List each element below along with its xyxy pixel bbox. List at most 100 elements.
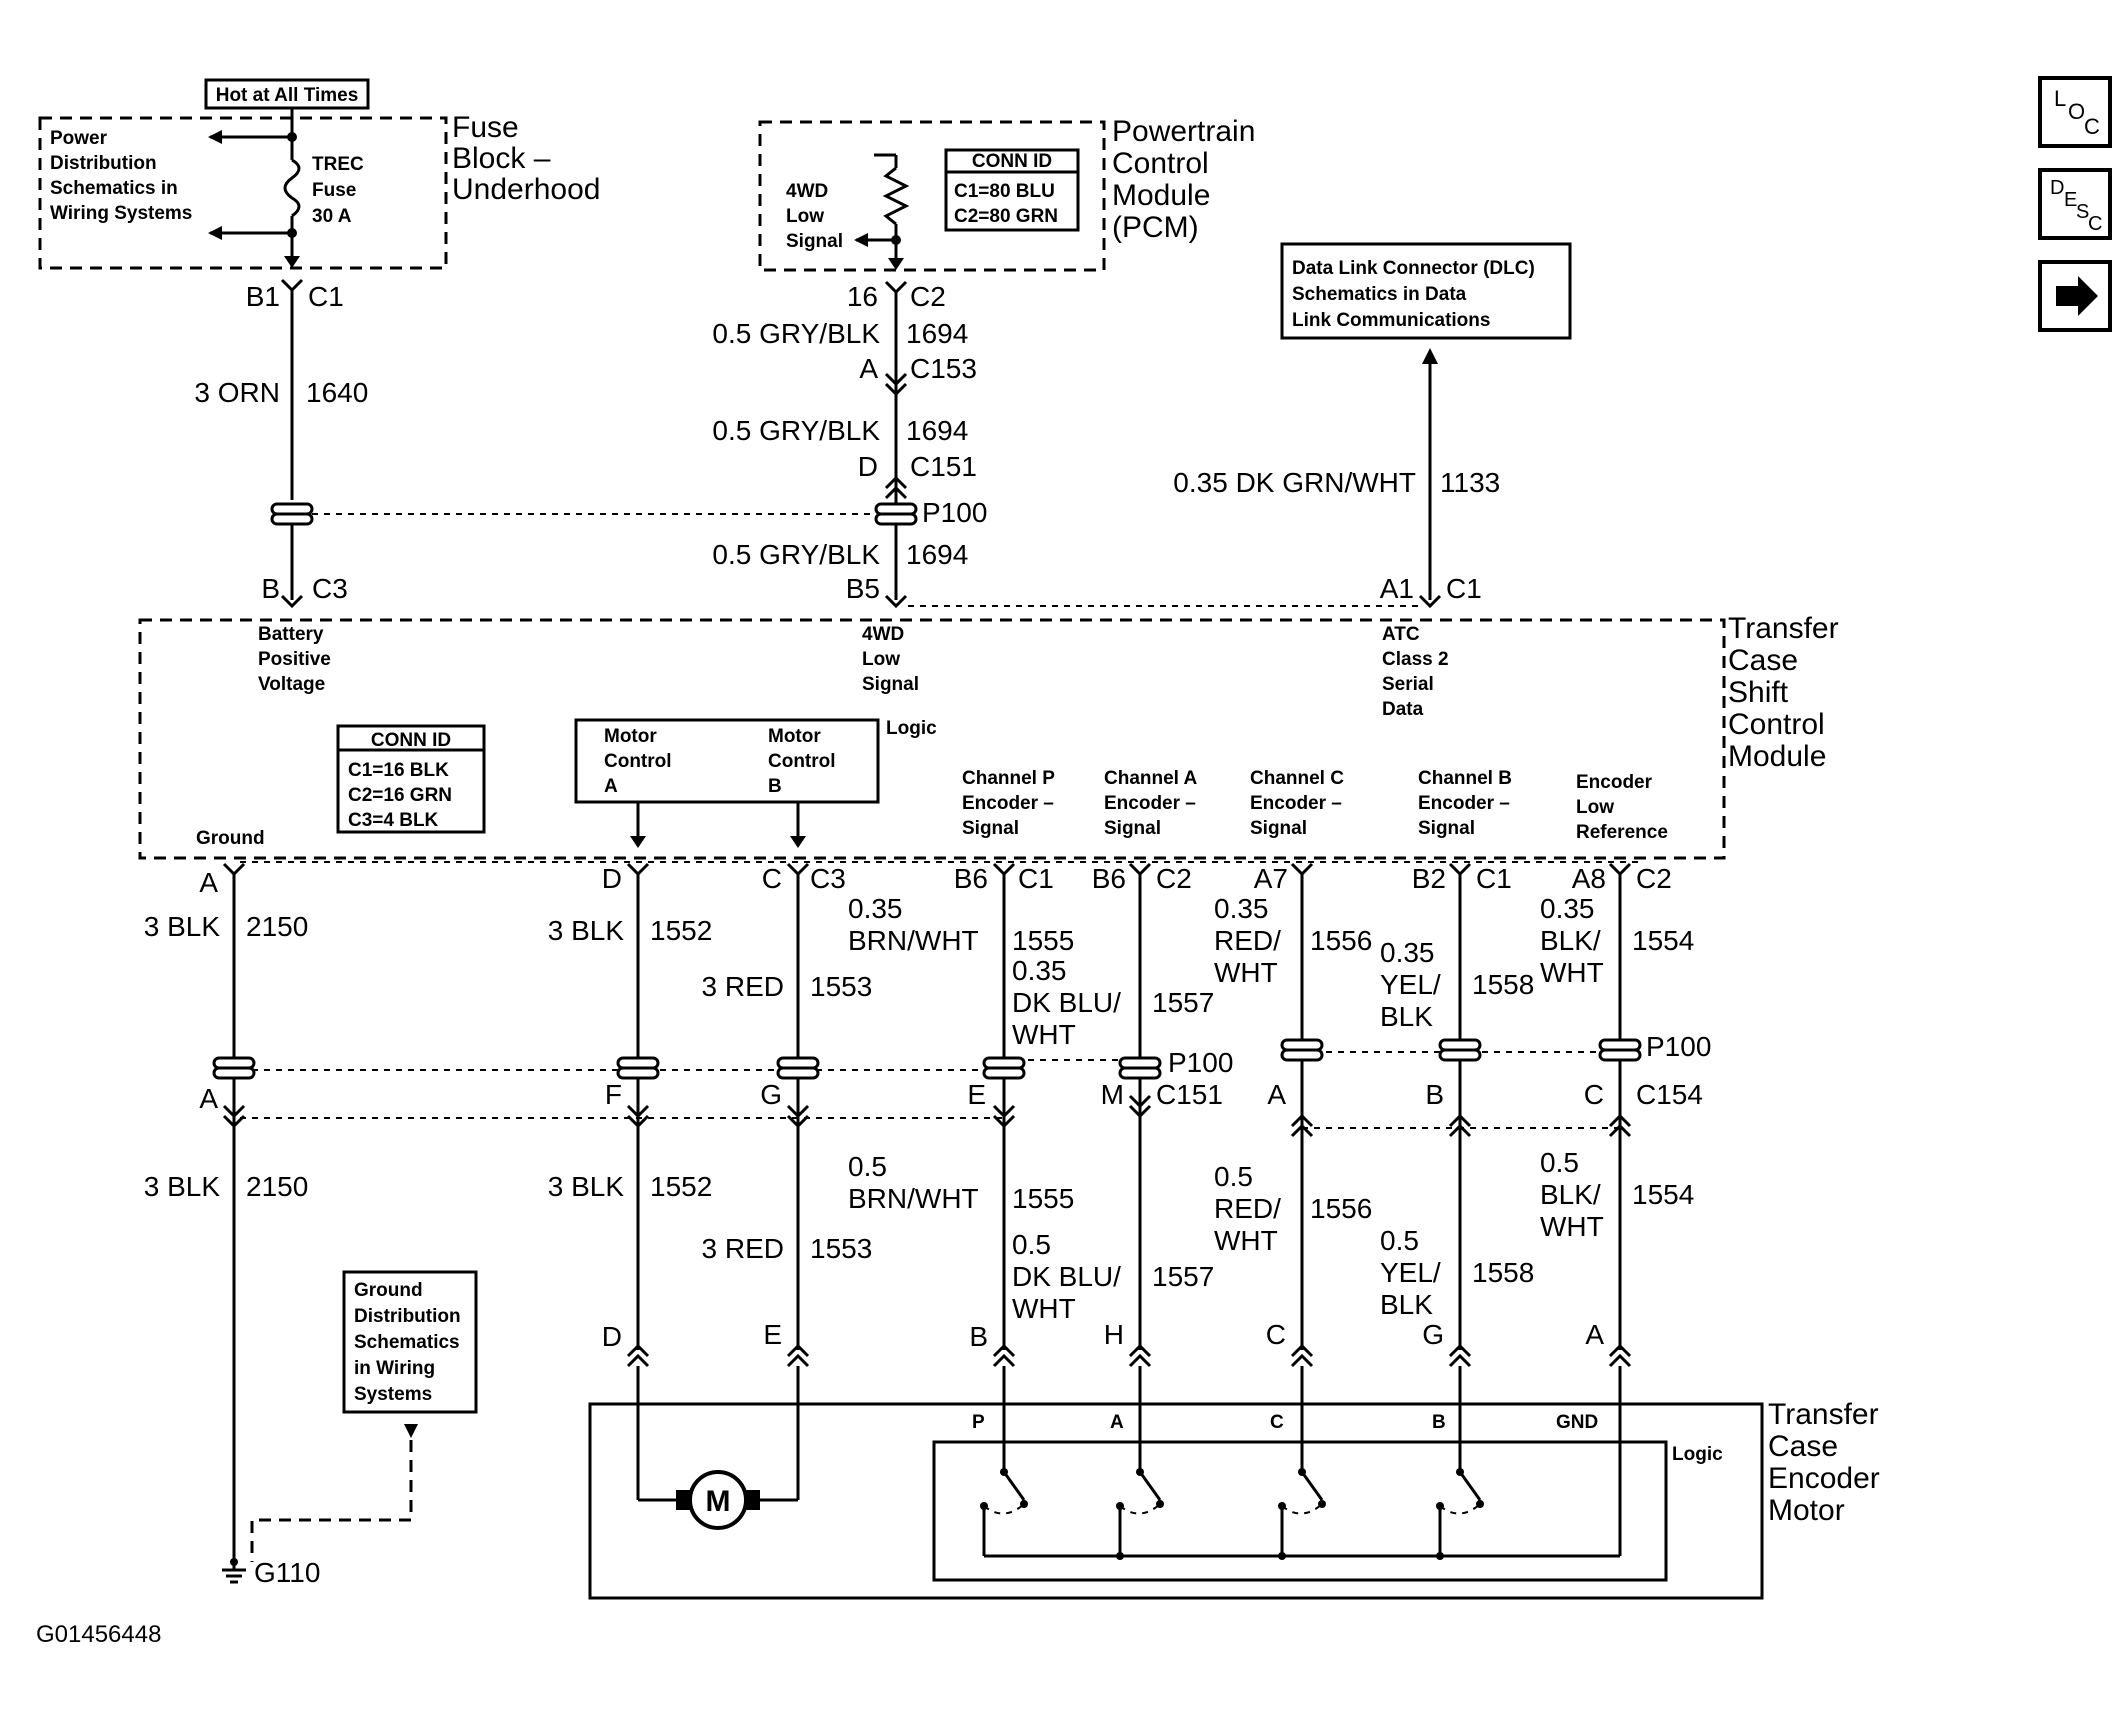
svg-text:1640: 1640 (306, 377, 368, 408)
tccm-title: Transfer Case Shift Control Module (1728, 612, 1839, 773)
svg-text:C: C (2084, 114, 2100, 139)
pcm-conn-id-title: CONN ID (972, 151, 1052, 172)
next-button[interactable] (2038, 260, 2112, 332)
circuit-1640: B1 C1 3 ORN 1640 B C3 (194, 278, 368, 609)
svg-text:GND: GND (1556, 1412, 1598, 1433)
svg-text:A: A (199, 1083, 218, 1114)
svg-text:ATC: ATC (1382, 624, 1420, 645)
svg-text:Serial: Serial (1382, 674, 1434, 695)
svg-text:BRN/WHT: BRN/WHT (848, 925, 979, 956)
svg-text:1694: 1694 (906, 415, 968, 446)
circuit-1553: C C3 3 RED 1553 G 3 RED 1553 E (702, 862, 872, 1500)
svg-text:Control: Control (768, 751, 836, 772)
svg-text:Encoder –: Encoder – (1104, 793, 1196, 814)
circuit-1557: B6 C2 0.35 DK BLU/ WHT 1557 P100 M C151 … (1012, 862, 1233, 1464)
svg-text:D: D (602, 863, 622, 894)
dlc-label: Data Link Connector (DLC) Schematics in … (1292, 258, 1535, 331)
svg-text:1133: 1133 (1440, 467, 1500, 498)
svg-text:0.5: 0.5 (1540, 1147, 1579, 1178)
svg-text:M: M (706, 1485, 731, 1518)
svg-text:2150: 2150 (246, 911, 308, 942)
svg-text:Module: Module (1112, 179, 1210, 212)
svg-text:Class 2: Class 2 (1382, 649, 1449, 670)
encoder-motor-outline (588, 1402, 1764, 1600)
svg-text:WHT: WHT (1012, 1019, 1076, 1050)
battery-positive-voltage-label: Battery Positive Voltage (258, 624, 331, 695)
svg-text:P: P (972, 1412, 985, 1433)
p100-splice-label-mid: P100 (1168, 1047, 1233, 1078)
svg-text:C154: C154 (1636, 1079, 1703, 1110)
encoder-logic-box (932, 1440, 1668, 1582)
ground-distribution-label: Ground Distribution Schematics in Wiring… (354, 1280, 461, 1405)
desc-button[interactable]: D E S C (2038, 168, 2112, 240)
encoder-low-reference-label: Encoder Low Reference (1576, 772, 1668, 843)
svg-text:0.35: 0.35 (1540, 893, 1595, 924)
svg-text:Signal: Signal (962, 818, 1019, 839)
pcm-title: Powertrain Control Module (PCM) (1112, 115, 1255, 244)
svg-text:C151: C151 (1156, 1079, 1223, 1110)
svg-text:4WD: 4WD (786, 181, 828, 202)
svg-text:C: C (2088, 213, 2102, 235)
svg-text:DK BLU/: DK BLU/ (1012, 987, 1121, 1018)
svg-text:Transfer: Transfer (1768, 1398, 1879, 1431)
tccm-outline (138, 618, 1726, 860)
pcm-conn-id-line2: C2=80 GRN (954, 206, 1058, 227)
svg-text:3 BLK: 3 BLK (144, 1171, 221, 1202)
loc-button[interactable]: L O C (2038, 76, 2112, 148)
ground-g110: G110 (222, 1424, 418, 1588)
tccm-logic-label: Logic (886, 718, 937, 739)
svg-text:Wiring Systems: Wiring Systems (50, 203, 192, 224)
svg-text:C1: C1 (1476, 863, 1512, 894)
svg-text:WHT: WHT (1012, 1293, 1076, 1324)
figure-id: G01456448 (36, 1621, 161, 1648)
svg-text:B: B (1425, 1079, 1444, 1110)
circuit-1554: A8 C2 0.35 BLK/ WHT 1554 P100 C C154 0.5… (1540, 862, 1711, 1556)
svg-text:Signal: Signal (1418, 818, 1475, 839)
svg-text:C151: C151 (910, 451, 977, 482)
tccm-conn-id-box (336, 724, 486, 834)
svg-text:Ground: Ground (354, 1280, 423, 1301)
svg-text:1557: 1557 (1152, 987, 1214, 1018)
svg-text:B: B (969, 1321, 988, 1352)
motor-control-logic-box (574, 718, 880, 804)
tccm-conn-id-title: CONN ID (371, 730, 451, 751)
svg-text:C: C (1584, 1079, 1604, 1110)
svg-text:0.5 GRY/BLK: 0.5 GRY/BLK (712, 318, 880, 349)
svg-text:L: L (2054, 86, 2066, 111)
svg-text:Signal: Signal (1104, 818, 1161, 839)
motor-control-arrows (630, 802, 806, 848)
svg-text:D: D (858, 451, 878, 482)
svg-text:1553: 1553 (810, 971, 872, 1002)
svg-text:Low: Low (786, 206, 824, 227)
svg-text:WHT: WHT (1540, 1211, 1604, 1242)
svg-text:Link Communications: Link Communications (1292, 310, 1490, 331)
svg-text:C: C (1270, 1412, 1284, 1433)
svg-text:4WD: 4WD (862, 624, 904, 645)
svg-text:A: A (1267, 1079, 1286, 1110)
svg-text:A1: A1 (1380, 573, 1414, 604)
svg-text:BLK/: BLK/ (1540, 925, 1601, 956)
svg-text:in Wiring: in Wiring (354, 1358, 435, 1379)
svg-text:Block –: Block – (452, 142, 551, 175)
svg-text:G: G (760, 1079, 782, 1110)
svg-text:E: E (967, 1079, 986, 1110)
svg-text:C1: C1 (1446, 573, 1482, 604)
svg-text:Motor: Motor (604, 726, 657, 747)
svg-text:0.35: 0.35 (1012, 955, 1067, 986)
svg-text:Motor: Motor (768, 726, 821, 747)
svg-text:C3: C3 (810, 863, 846, 894)
svg-text:Encoder –: Encoder – (1250, 793, 1342, 814)
svg-text:BRN/WHT: BRN/WHT (848, 1183, 979, 1214)
circuit-1133: 0.35 DK GRN/WHT 1133 A1 C1 (1173, 348, 1500, 609)
desc-icon (2038, 168, 2112, 240)
motor-control-b-label: Motor Control B (768, 726, 836, 797)
encoder-switches (980, 1464, 1620, 1560)
tccm-conn-id-line2: C2=16 GRN (348, 785, 452, 806)
svg-text:WHT: WHT (1214, 1225, 1278, 1256)
channel-a-label: Channel A Encoder – Signal (1104, 768, 1198, 839)
loc-icon (2038, 76, 2112, 148)
svg-text:C153: C153 (910, 353, 977, 384)
svg-text:Systems: Systems (354, 1384, 432, 1405)
